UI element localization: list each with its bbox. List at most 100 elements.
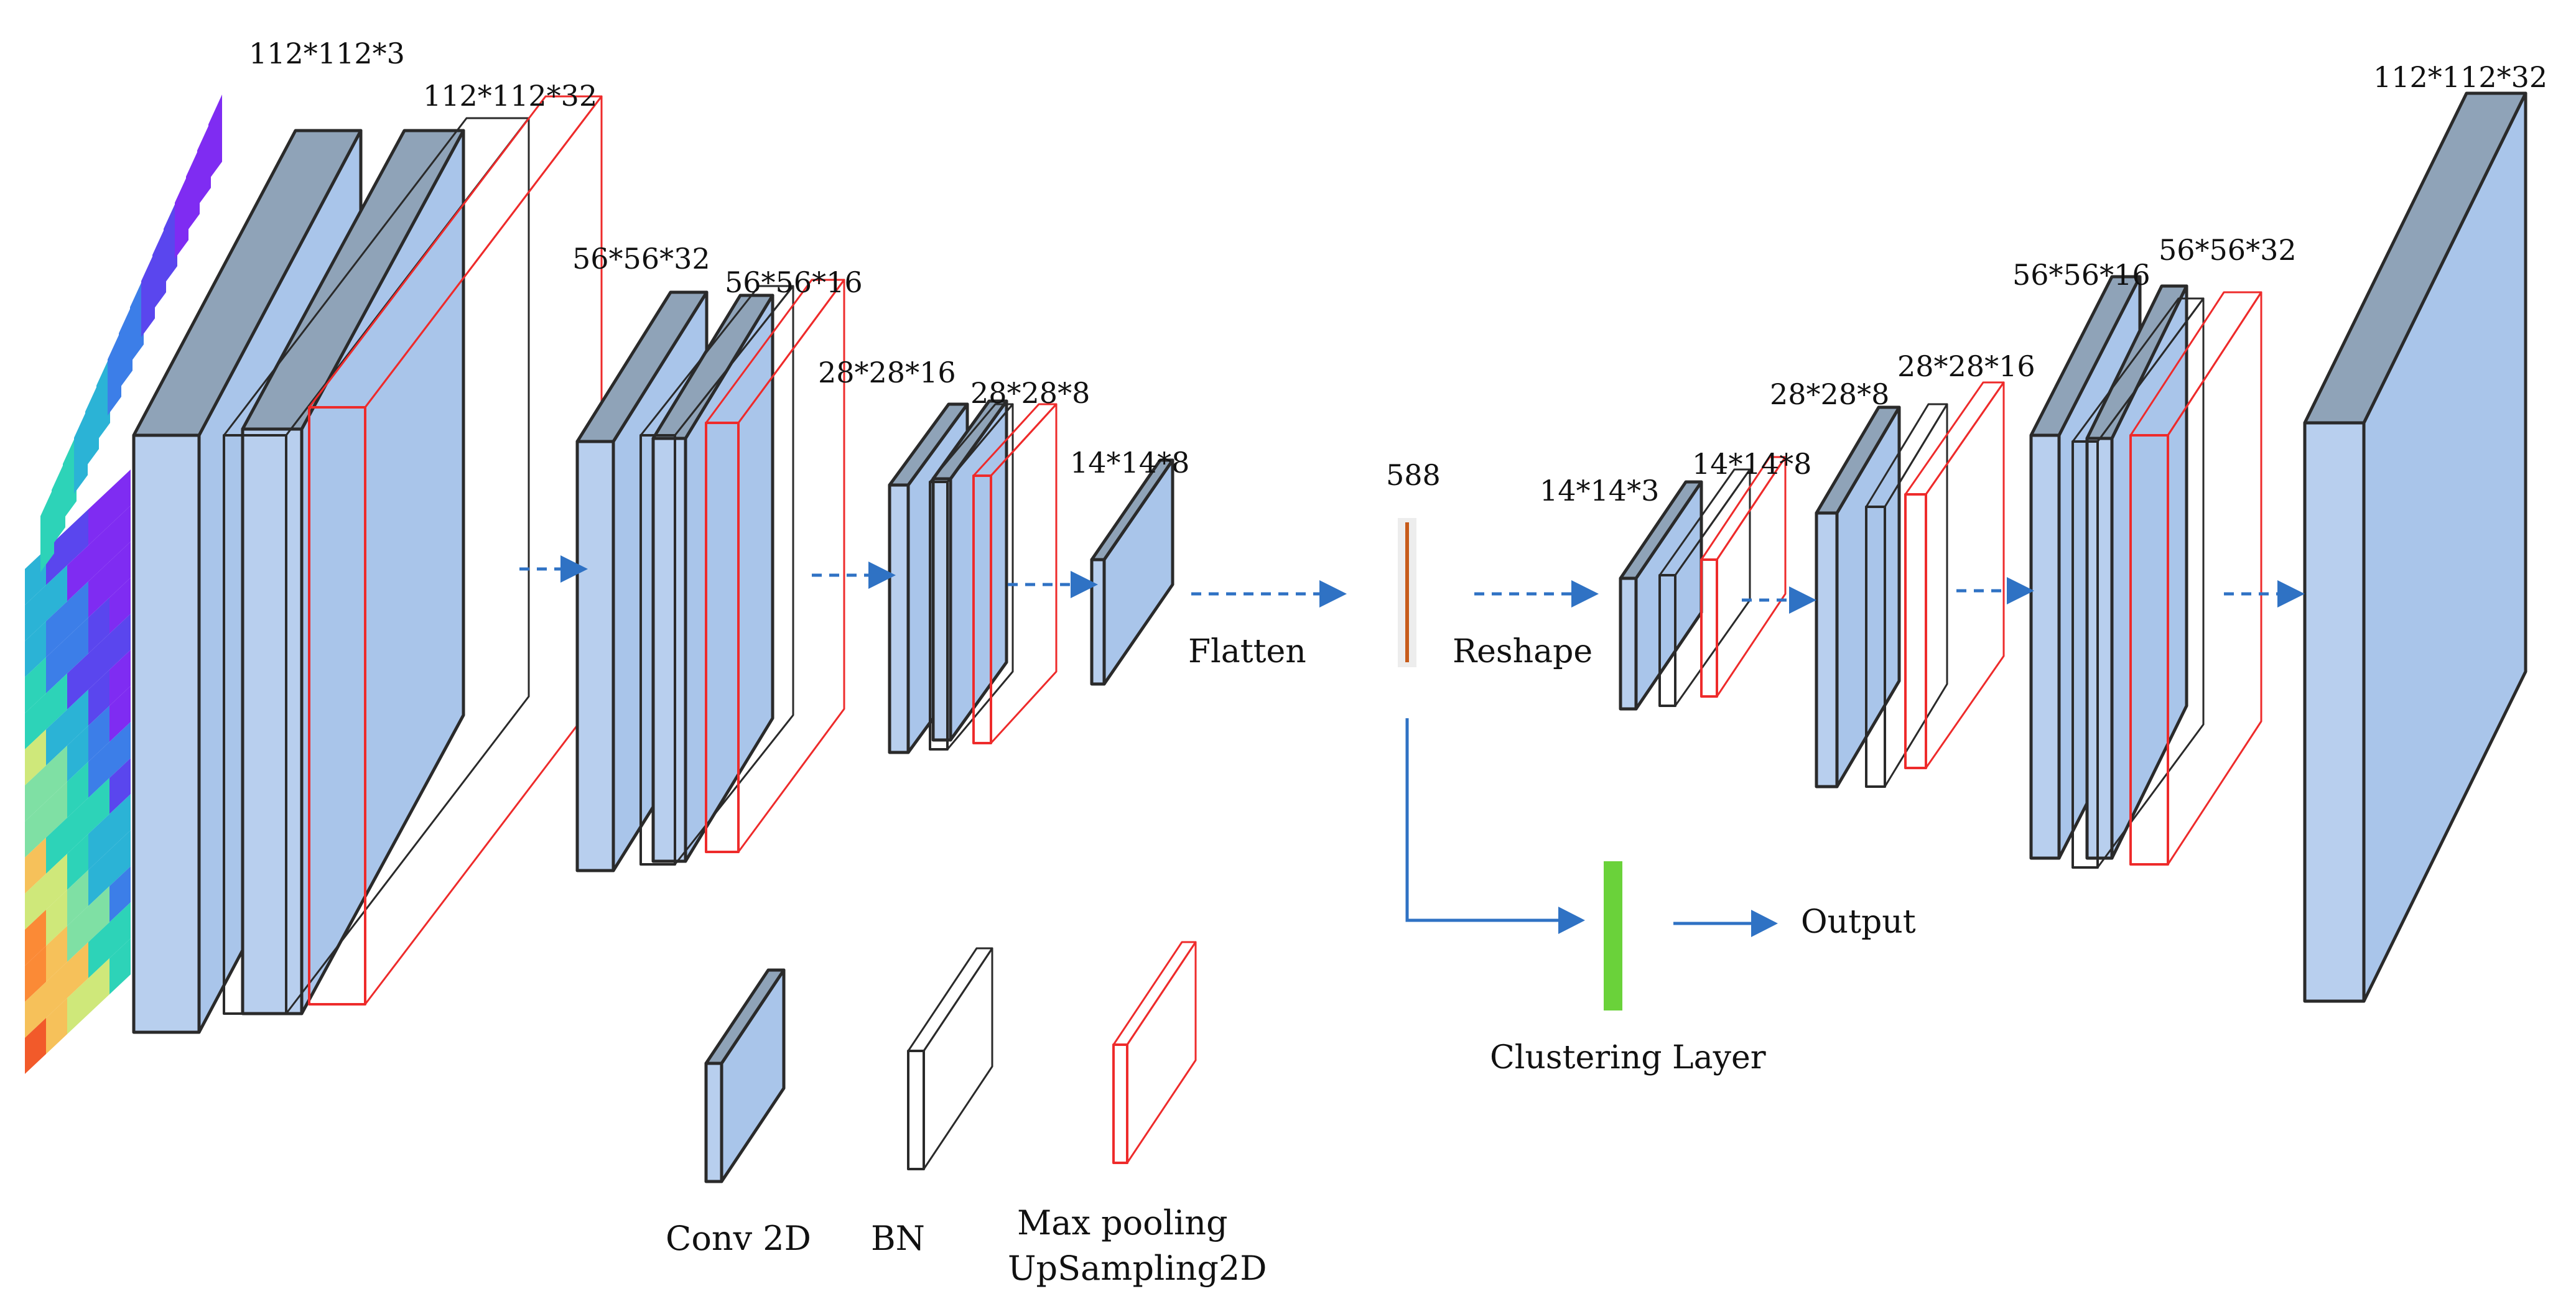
encoder-conv4-size-label: 14*14*8: [1070, 446, 1189, 479]
input-heatmap-cell: [96, 356, 110, 442]
clustering-layer-bar: [1604, 861, 1622, 1010]
input-heatmap-cell: [63, 434, 77, 520]
legend-pool-label-line1: Max pooling: [1017, 1203, 1228, 1242]
input-heatmap-cell: [52, 460, 65, 546]
legend-bn-label: BN: [871, 1219, 925, 1258]
input-heatmap-cell: [67, 617, 88, 673]
input-heatmap-cell: [25, 765, 46, 821]
input-heatmap-cell: [67, 762, 88, 818]
enc-pool3-front: [972, 474, 992, 744]
input-heatmap-cell: [67, 942, 88, 998]
input-heatmap-cell: [46, 926, 67, 982]
enc-arrow-3-head: [1071, 571, 1098, 598]
input-heatmap-cell: [46, 529, 67, 585]
legend-bn-shape-front: [907, 1050, 925, 1170]
enc-conv2b-front: [651, 437, 687, 863]
input-heatmap-cell: [119, 303, 133, 389]
input-heatmap-cell: [25, 585, 46, 641]
legend-conv-shape-front: [704, 1061, 723, 1183]
input-heatmap-cell: [208, 95, 222, 180]
input-heatmap-cell: [67, 978, 88, 1034]
input-heatmap-cell: [197, 121, 211, 206]
input-heatmap-cell: [88, 922, 109, 978]
enc-conv3a-front: [888, 483, 910, 754]
input-heatmap-cell: [46, 962, 67, 1018]
input-heatmap-cell: [67, 509, 88, 565]
input-heatmap-cell: [109, 686, 131, 742]
input-heatmap-cell: [25, 729, 46, 785]
input-heatmap-cell: [46, 746, 67, 802]
input-heatmap-cell: [67, 726, 88, 782]
input-heatmap-cell: [46, 818, 67, 874]
input-heatmap-cell: [25, 621, 46, 677]
input-heatmap-cell: [88, 562, 109, 617]
input-heatmap-cell: [25, 657, 46, 713]
dec-arrow-2-head: [2007, 577, 2034, 604]
input-heatmap-cell: [109, 542, 131, 598]
input-heatmap-cell: [67, 690, 88, 746]
flatten-label: Flatten: [1188, 633, 1306, 670]
input-heatmap-cell: [67, 906, 88, 962]
input-heatmap-cell: [109, 758, 131, 814]
input-heatmap-cell: [46, 601, 67, 657]
input-heatmap-cell: [46, 782, 67, 838]
clustering-layer-label: Clustering Layer: [1490, 1039, 1766, 1076]
input-heatmap-cell: [25, 874, 46, 930]
output-arrow-head: [1751, 910, 1778, 937]
input-heatmap-cell: [109, 830, 131, 886]
input-heatmap-cell: [108, 330, 121, 415]
input-heatmap-cell: [46, 673, 67, 729]
encoder-conv2-size-label: 56*56*32: [572, 242, 710, 275]
input-heatmap-cell: [186, 147, 200, 233]
enc-bn1-front: [223, 434, 287, 1015]
enc-pool1-front: [308, 406, 366, 1006]
diagram-labels: 112*112*3 112*112*32 56*56*32 56*56*16 2…: [249, 37, 2547, 1288]
input-heatmap-cell: [46, 565, 67, 621]
input-heatmap-cell: [25, 946, 46, 1002]
input-heatmap-cell: [67, 834, 88, 890]
legend-bn-shape-top: [907, 947, 993, 1052]
input-heatmap-cell: [25, 838, 46, 894]
dec-bn2-front: [1865, 506, 1886, 788]
input-heatmap-cell: [25, 802, 46, 858]
input-heatmap-cell: [109, 938, 131, 994]
input-heatmap-cell: [88, 598, 109, 654]
enc-conv1b-front: [241, 427, 304, 1015]
decoder-output-size-label: 112*112*32: [2373, 60, 2547, 94]
input-heatmap-cell: [67, 654, 88, 710]
input-heatmap-cell: [88, 525, 109, 581]
input-heatmap-cell: [109, 578, 131, 634]
input-heatmap-cell: [46, 890, 67, 946]
input-heatmap-cell: [88, 742, 109, 798]
input-heatmap-cell: [46, 710, 67, 765]
input-heatmap-cell: [67, 798, 88, 854]
enc-conv1a-front: [132, 433, 201, 1034]
input-heatmap-cell: [88, 850, 109, 906]
legend-conv-label: Conv 2D: [666, 1219, 811, 1258]
input-heatmap-cell: [46, 998, 67, 1054]
dec-arrow-1-head: [1789, 586, 1816, 614]
encoder-pool2-size-label: 56*56*16: [725, 266, 863, 299]
dec-pool2-side: [1925, 381, 2005, 769]
dec-bn3-front: [2071, 440, 2099, 869]
encoder-conv3-size-label: 28*28*16: [818, 356, 956, 389]
input-heatmap-cell: [85, 382, 99, 468]
diagram-shapes: [25, 91, 2527, 1183]
decoder-conv3-size-label: 56*56*16: [2012, 258, 2151, 292]
input-heatmap-cell: [164, 199, 177, 285]
dec-pool1-side: [1716, 456, 1787, 698]
decoder-up3-size-label: 56*56*32: [2159, 233, 2297, 267]
enc-arrow-2-head: [868, 562, 896, 589]
input-heatmap-cell: [109, 506, 131, 562]
input-heatmap-cell: [88, 814, 109, 870]
input-heatmap-cell: [109, 650, 131, 706]
dec-arrow-3-head: [2277, 580, 2305, 608]
input-heatmap-cell: [88, 706, 109, 762]
decoder-up1-size-label: 14*14*8: [1692, 447, 1811, 481]
input-heatmap-cell: [88, 958, 109, 1014]
dec-output-front: [2303, 421, 2366, 1003]
input-heatmap-cell: [109, 902, 131, 958]
input-heatmap-cell: [88, 489, 109, 545]
legend-pool-shape-front: [1112, 1043, 1128, 1164]
